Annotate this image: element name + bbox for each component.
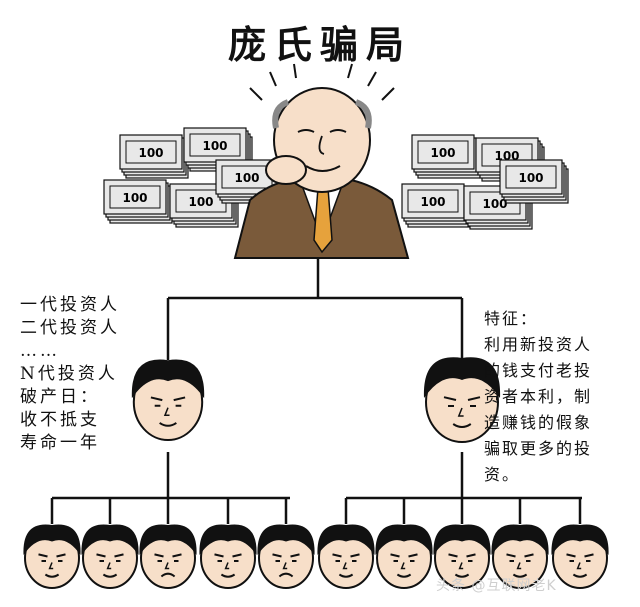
hair: [433, 524, 491, 555]
hair-right: [354, 99, 372, 129]
watermark: 头条 @互联网老K: [436, 578, 557, 594]
note-line: 资者本利，制: [484, 387, 593, 406]
nose: [318, 135, 325, 155]
investor-face: [317, 524, 375, 589]
stress-marks: [249, 63, 395, 101]
money-label: 100: [202, 139, 227, 153]
note-line: 造赚钱的假象: [484, 413, 593, 432]
money-stacks-left: 100 100 100 100 100: [103, 127, 285, 228]
money-label: 100: [188, 195, 213, 209]
investor-face: [199, 524, 257, 589]
hair-left: [272, 99, 290, 129]
money-bundle: 100: [215, 159, 285, 204]
money-label: 100: [138, 146, 163, 160]
hierarchy-lines: [52, 258, 582, 500]
money-bundle: 100: [103, 179, 173, 224]
note-line: 寿命一年: [20, 433, 100, 453]
hair: [81, 524, 139, 555]
investor-face: [375, 524, 433, 589]
note-line: 特征：: [484, 309, 539, 328]
note-line: 收不抵支: [20, 410, 100, 430]
hair: [317, 524, 375, 555]
hair: [423, 357, 501, 398]
eye-right: [329, 129, 347, 133]
note-line: 利用新投资人: [484, 335, 593, 354]
note-line: 资。: [484, 465, 521, 484]
hair: [199, 524, 257, 555]
money-label: 100: [420, 195, 445, 209]
characteristics-notes: 特征： 利用新投资人 的钱支付老投 资者本利，制 造赚钱的假象 骗取更多的投 资…: [484, 306, 592, 488]
hair: [551, 524, 609, 555]
money-bundle: 100: [411, 134, 481, 179]
investor-face: [551, 524, 609, 589]
investor-generations-notes: 一代投资人 二代投资人 …… N代投资人 破产日： 收不抵支 寿命一年: [20, 294, 120, 455]
investor-face: [81, 524, 139, 589]
eye-left: [297, 129, 315, 133]
smirk: [305, 165, 341, 172]
hand: [265, 155, 307, 185]
investor-face: [139, 524, 197, 589]
hair: [139, 524, 197, 555]
hair: [131, 359, 205, 399]
note-line: 二代投资人: [20, 318, 120, 338]
investor-face: [131, 359, 205, 441]
note-line: 一代投资人: [20, 295, 120, 315]
money-label: 100: [122, 191, 147, 205]
investor-face: [491, 524, 549, 589]
investor-face: [433, 524, 491, 589]
hair: [491, 524, 549, 555]
schemer-figure: [233, 63, 410, 259]
money-label: 100: [430, 146, 455, 160]
note-line: 破产日：: [20, 387, 100, 407]
diagram-title: 庞氏骗局: [227, 22, 412, 67]
note-line: 骗取更多的投: [484, 439, 593, 458]
investor-face: [23, 524, 81, 589]
child-connectors: [50, 498, 582, 524]
investor-face: [257, 524, 315, 589]
money-bundle: 100: [401, 183, 471, 228]
note-line: 的钱支付老投: [484, 361, 593, 380]
money-bundle: 100: [499, 159, 569, 204]
note-line: ……: [20, 341, 60, 361]
money-bundle: 100: [463, 185, 533, 230]
hair: [375, 524, 433, 555]
money-bundle: 100: [119, 134, 189, 179]
hair: [23, 524, 81, 555]
hair: [257, 524, 315, 555]
money-label: 100: [234, 171, 259, 185]
investor-faces: [23, 357, 609, 589]
investor-face: [423, 357, 501, 443]
money-label: 100: [518, 171, 543, 185]
money-label: 100: [482, 197, 507, 211]
note-line: N代投资人: [20, 364, 118, 384]
tie: [313, 187, 333, 254]
